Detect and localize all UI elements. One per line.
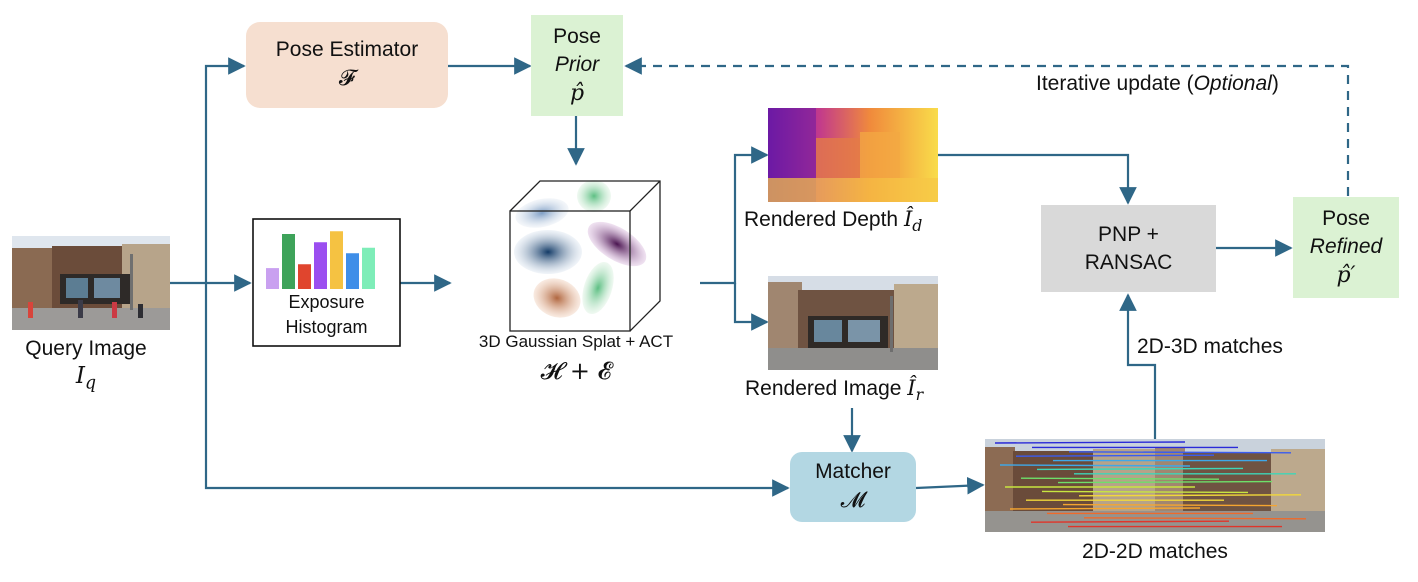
histogram-bar: [282, 234, 295, 289]
match-line: [1062, 503, 1278, 507]
iterative-update-label: Iterative update (Optional): [1036, 72, 1279, 96]
arrow-matcher-to-matches: [915, 476, 985, 495]
iterative-update-optional: Optional: [1193, 72, 1272, 95]
pose-refined-box: Pose Refined p̂′: [1293, 197, 1399, 298]
matcher-label: Matcher: [815, 460, 891, 483]
exposure-histogram-label-1: Exposure: [288, 292, 365, 312]
query-image-photo: [12, 236, 170, 330]
arrow-depth-to-pnp: [938, 153, 1137, 205]
arrow-splat-to-image: [733, 283, 769, 331]
matcher-box: Matcher 𝓜: [790, 452, 916, 522]
gaussian-cube-graphic: [509, 180, 661, 332]
histogram-bar: [266, 268, 279, 289]
rendered-image-label: Rendered Image Îr: [745, 376, 923, 404]
match-line: [1083, 517, 1307, 520]
query-image-symbol-text: Iq: [75, 363, 97, 394]
arrow-splat-to-depth: [700, 146, 769, 285]
match-line: [1009, 507, 1201, 510]
pnp-ransac-box: PNP + RANSAC: [1041, 205, 1216, 292]
rendered-depth-photo: [768, 108, 938, 202]
histogram-bar: [330, 231, 343, 289]
pose-estimator-symbol: 𝓕: [338, 66, 356, 91]
match-line: [1041, 490, 1249, 494]
rendered-image-symbol: Îr: [907, 376, 924, 405]
histogram-bar: [298, 264, 311, 289]
matches-2d3d-label: 2D-3D matches: [1137, 335, 1283, 358]
matcher-symbol: 𝓜: [840, 488, 866, 513]
pose-prior-symbol: p̂: [569, 80, 585, 106]
gaussian-splat-label: 3D Gaussian Splat + ACT: [478, 332, 674, 351]
histogram-bar: [346, 253, 359, 289]
pose-refined-symbol: p̂′: [1336, 262, 1356, 288]
gaussian-splat-symbol: 𝓗 + 𝓔: [540, 357, 612, 385]
rendered-image-text: Rendered Image: [745, 377, 902, 400]
arrows: [170, 57, 1350, 497]
histogram-bar: [314, 242, 327, 289]
match-line: [1030, 520, 1230, 523]
pose-refined-label: Pose: [1322, 206, 1370, 230]
match-line: [1078, 494, 1302, 497]
rendered-image-photo: [768, 276, 938, 370]
exposure-histogram-label-2: Histogram: [285, 317, 368, 337]
match-line: [1015, 454, 1215, 457]
pose-estimator-label: Pose Estimator: [275, 38, 419, 61]
match-line: [999, 464, 1191, 467]
histogram-bar: [362, 247, 375, 289]
pose-prior-label: Pose: [553, 24, 601, 48]
pose-prior-box: Pose Prior p̂: [531, 15, 623, 116]
pnp-ransac-label-1: PNP +: [1098, 222, 1159, 246]
query-image-label: Query Image: [25, 337, 147, 360]
pnp-ransac-label-2: RANSAC: [1084, 250, 1173, 274]
iterative-update-close: ): [1271, 72, 1279, 95]
arrow-query-to-pose-estimator: [204, 57, 246, 283]
match-line: [1020, 477, 1220, 480]
iterative-update-text: Iterative update (: [1036, 72, 1194, 95]
query-image-symbol: Iq: [0, 363, 172, 394]
arrow-query-to-matcher: [204, 283, 790, 497]
pose-prior-label-italic: Prior: [554, 52, 600, 76]
histogram-graphic: [252, 218, 401, 347]
match-line: [1068, 451, 1292, 454]
matches-2d2d-photo: [985, 439, 1325, 532]
rendered-depth-symbol: Îd: [903, 207, 923, 236]
match-line: [1036, 467, 1244, 471]
rendered-depth-text: Rendered Depth: [744, 208, 899, 231]
rendered-depth-label: Rendered Depth Îd: [744, 207, 922, 235]
matches-2d2d-label: 2D-2D matches: [1082, 540, 1228, 563]
arrow-iterative-update: [624, 57, 1350, 196]
match-line: [1057, 480, 1273, 484]
arrow-matches-to-pnp: [1119, 293, 1157, 440]
match-line: [994, 441, 1186, 444]
pose-refined-label-italic: Refined: [1309, 234, 1383, 258]
pose-estimator-box: Pose Estimator 𝓕: [246, 22, 448, 108]
